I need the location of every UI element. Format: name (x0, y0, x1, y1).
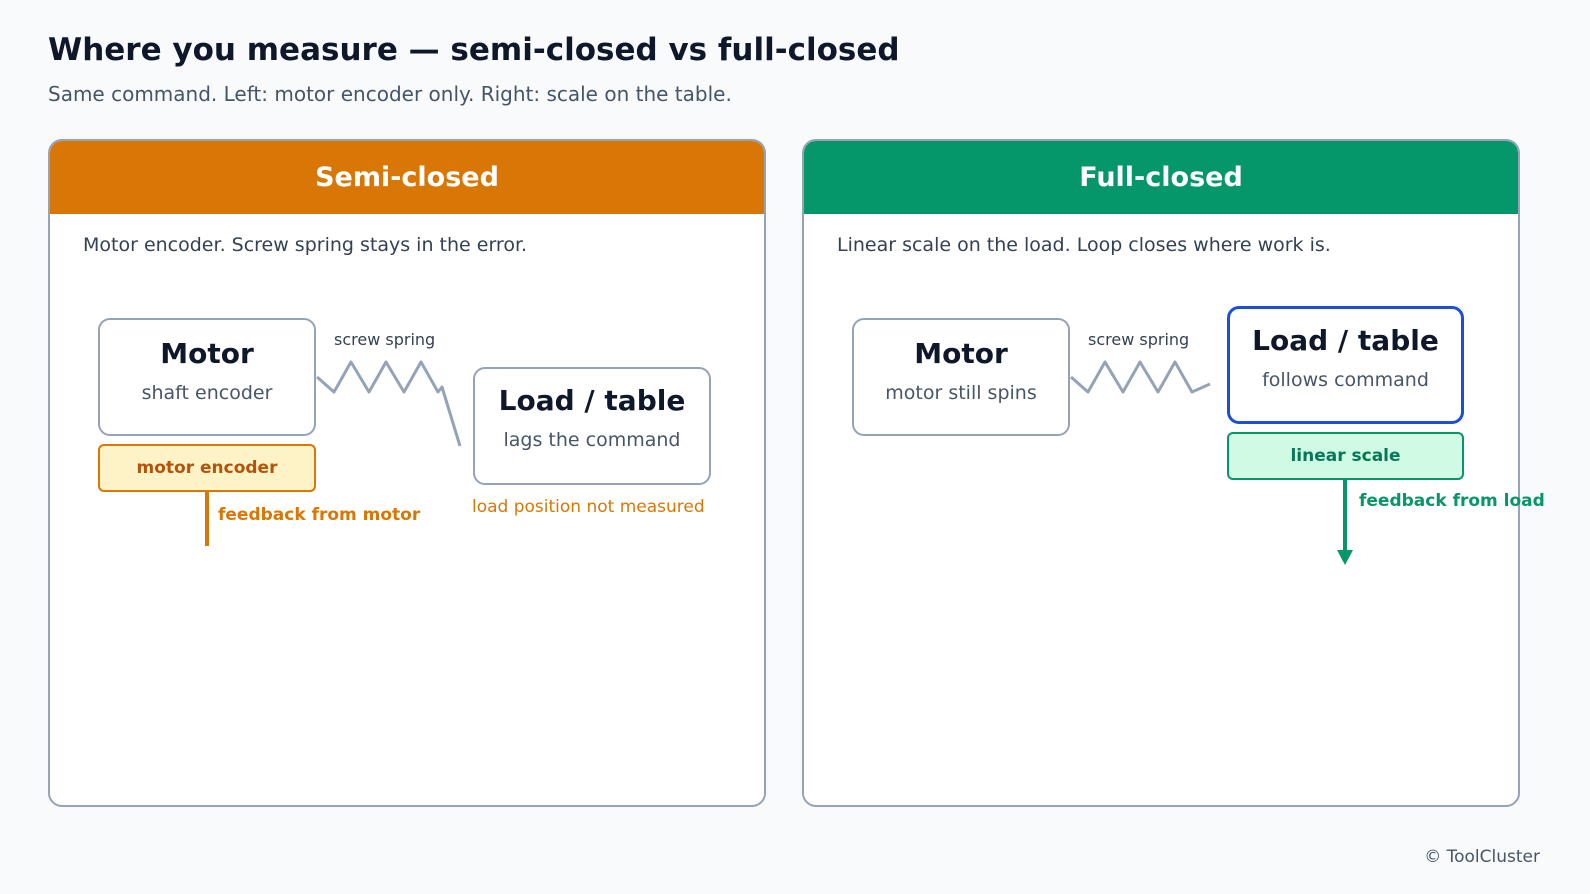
semi-load-block: Load / table lags the command (473, 367, 711, 485)
motor-encoder-tag: motor encoder (98, 444, 316, 492)
full-closed-description: Linear scale on the load. Loop closes wh… (837, 234, 1331, 256)
full-motor-block: Motor motor still spins (852, 318, 1070, 436)
full-feedback-label: feedback from load (1359, 491, 1545, 511)
semi-motor-sub: shaft encoder (141, 382, 273, 404)
page-subtitle: Same command. Left: motor encoder only. … (48, 82, 732, 106)
full-load-block: Load / table follows command (1227, 306, 1464, 424)
semi-closed-description: Motor encoder. Screw spring stays in the… (83, 234, 528, 256)
full-motor-sub: motor still spins (885, 382, 1037, 404)
semi-motor-title: Motor (160, 337, 254, 370)
full-load-sub: follows command (1262, 369, 1429, 391)
semi-closed-wiring (205, 360, 462, 546)
full-motor-title: Motor (914, 337, 1008, 370)
screw-spring-icon (1070, 360, 1211, 394)
semi-load-title: Load / table (498, 384, 686, 417)
arrow-down-icon (1337, 550, 1353, 565)
semi-motor-block: Motor shaft encoder (98, 318, 316, 436)
full-load-title: Load / table (1252, 324, 1439, 357)
full-spring-label: screw spring (1088, 330, 1190, 349)
full-closed-header: Full-closed (804, 141, 1518, 214)
screw-spring-icon (316, 360, 462, 447)
semi-feedback-label: feedback from motor (218, 505, 421, 525)
semi-closed-header: Semi-closed (50, 141, 764, 214)
semi-load-sub: lags the command (503, 429, 681, 451)
full-closed-wiring (1070, 360, 1353, 565)
page-title: Where you measure — semi-closed vs full-… (48, 32, 900, 68)
full-closed-panel: Full-closed Linear scale on the load. Lo… (802, 139, 1520, 807)
footer-credit: © ToolCluster (1424, 847, 1540, 867)
linear-scale-tag: linear scale (1227, 432, 1464, 480)
semi-closed-panel: Semi-closed Motor encoder. Screw spring … (48, 139, 766, 807)
semi-load-note: load position not measured (472, 497, 705, 517)
semi-spring-label: screw spring (334, 330, 436, 349)
